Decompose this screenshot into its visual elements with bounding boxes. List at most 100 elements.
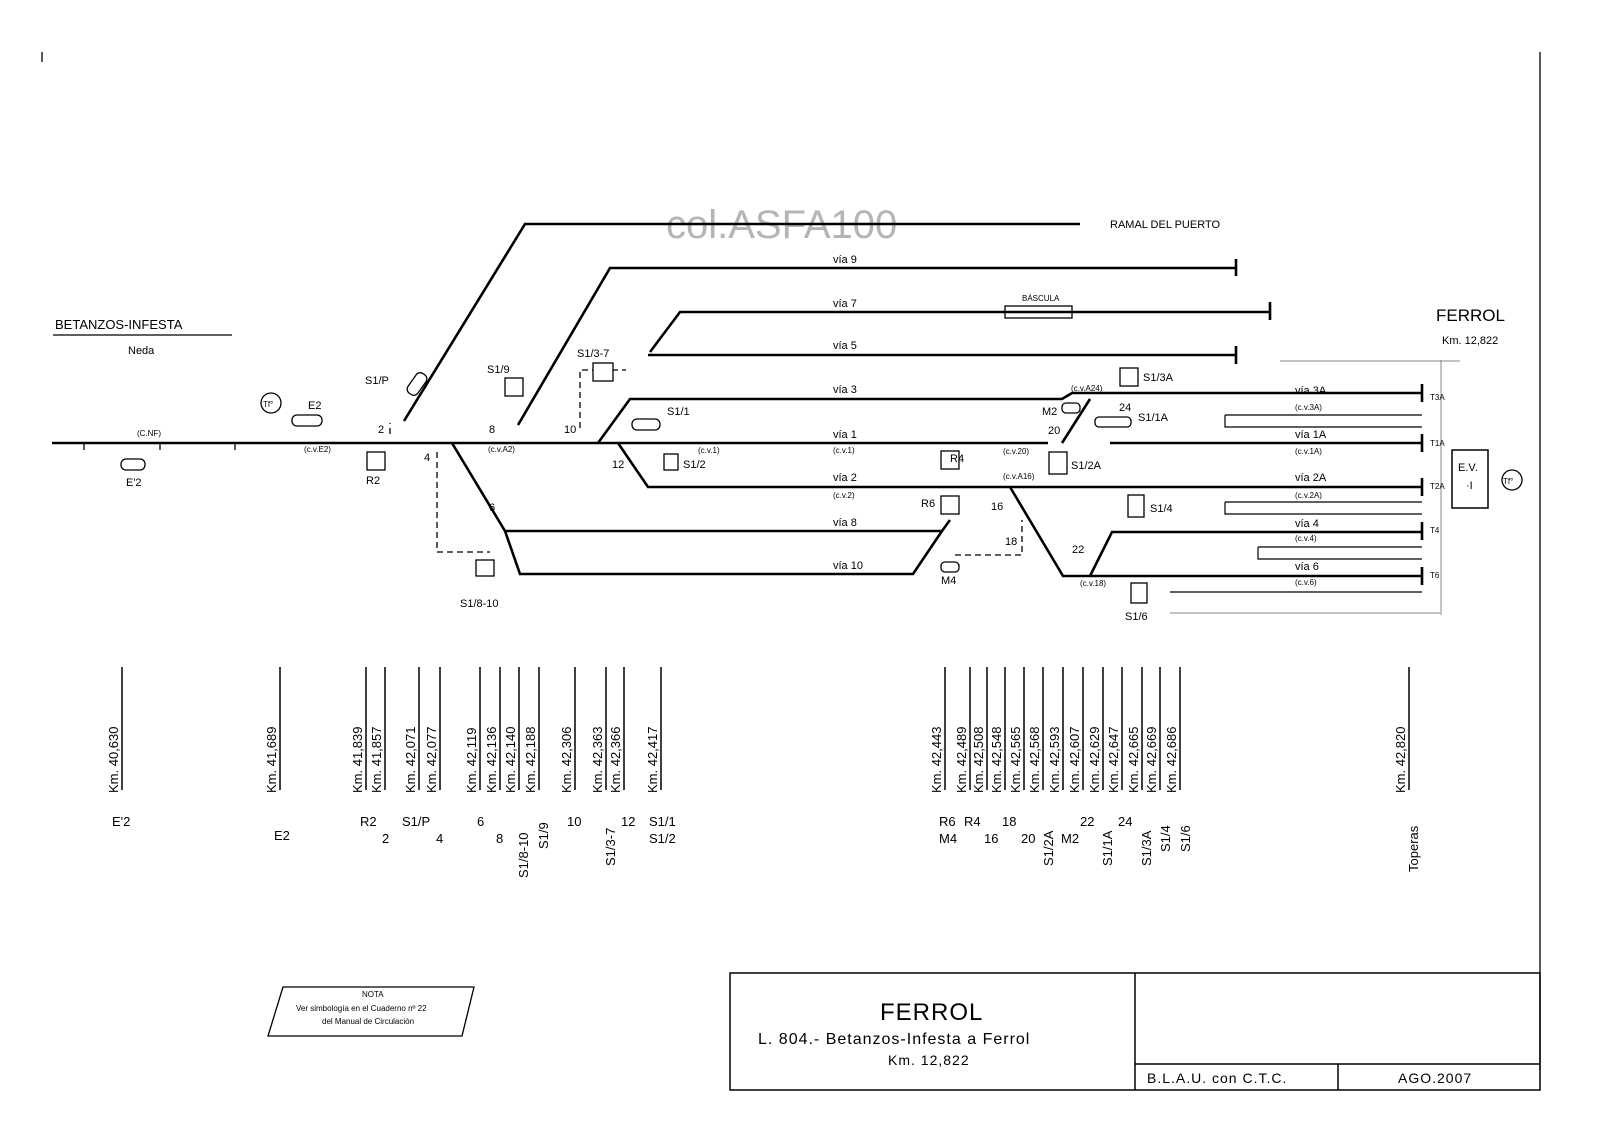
svg-text:10: 10 — [567, 814, 581, 829]
svg-text:Km. 42,443: Km. 42,443 — [929, 727, 944, 794]
nota-title: NOTA — [362, 990, 384, 999]
title-km: Km. 12,822 — [888, 1052, 970, 1068]
svg-text:R4: R4 — [964, 814, 981, 829]
svg-text:R6: R6 — [921, 498, 935, 510]
svg-text:Km. 42,363: Km. 42,363 — [590, 727, 605, 794]
svg-text:S1/2A: S1/2A — [1041, 830, 1056, 866]
svg-text:(C.NF): (C.NF) — [137, 429, 161, 438]
svg-text:S1/1: S1/1 — [667, 406, 690, 418]
ev-box — [1451, 449, 1489, 509]
svg-text:Km. 42,188: Km. 42,188 — [523, 727, 538, 794]
tf-left: Tf° — [263, 400, 273, 409]
svg-text:2: 2 — [382, 831, 389, 846]
svg-text:(c.v.1): (c.v.1) — [833, 446, 855, 455]
svg-text:R2: R2 — [366, 475, 380, 487]
title-line: L. 804.- Betanzos-Infesta a Ferrol — [758, 1031, 1030, 1048]
svg-text:S1/9: S1/9 — [487, 364, 510, 376]
destination-name: FERROL — [1436, 306, 1505, 325]
via9-label: vía 9 — [833, 254, 857, 266]
svg-text:S1/3-7: S1/3-7 — [577, 348, 609, 360]
svg-text:(c.v.E2): (c.v.E2) — [304, 445, 331, 454]
title-station: FERROL — [880, 999, 983, 1026]
svg-text:18: 18 — [1005, 536, 1017, 548]
nota-line2: del Manual de Circulación — [322, 1017, 414, 1026]
tf-right: Tf° — [1503, 477, 1513, 486]
svg-text:12: 12 — [621, 814, 635, 829]
svg-text:16: 16 — [991, 501, 1003, 513]
svg-text:E2: E2 — [274, 828, 290, 843]
svg-text:4: 4 — [436, 831, 443, 846]
svg-text:M4: M4 — [941, 575, 956, 587]
connection-16-22 — [1008, 486, 1422, 578]
connection-24 — [1060, 398, 1092, 444]
buffer-t4: T4 — [1430, 526, 1440, 535]
ev-sub: ·I — [1466, 480, 1473, 492]
svg-text:M4: M4 — [939, 831, 957, 846]
svg-text:(c.v.2): (c.v.2) — [833, 491, 855, 500]
nota-line1: Ver simbología en el Cuaderno nº 22 — [296, 1004, 427, 1013]
signal-heads — [120, 362, 1148, 604]
connection-22-4 — [1088, 530, 1422, 577]
svg-text:Km. 42,629: Km. 42,629 — [1087, 727, 1102, 794]
svg-text:Km. 42,593: Km. 42,593 — [1047, 727, 1062, 794]
svg-text:S1/4: S1/4 — [1150, 503, 1173, 515]
svg-text:Km. 40,630: Km. 40,630 — [106, 727, 121, 794]
svg-text:Km. 42,665: Km. 42,665 — [1126, 727, 1141, 794]
signal-labels: E2 E'2 R2 S1/P S1/9 S1/3-7 S1/1 S1/2 S1/… — [126, 348, 1174, 623]
svg-text:E2: E2 — [308, 400, 321, 412]
circuit-labels: (C.NF) (c.v.E2) (c.v.A2) (c.v.1) (c.v.1)… — [137, 384, 1322, 588]
via8-label: vía 8 — [833, 517, 857, 529]
svg-text:(c.v.1A): (c.v.1A) — [1295, 447, 1322, 456]
svg-text:Km. 42,140: Km. 42,140 — [503, 727, 518, 794]
svg-text:Km. 42,417: Km. 42,417 — [645, 727, 660, 794]
svg-text:S1/P: S1/P — [402, 814, 430, 829]
svg-text:Km. 42,508: Km. 42,508 — [971, 727, 986, 794]
km-element-labels: E'2 E2 R2 2 S1/P 4 6 8 S1/8-10 S1/9 10 S… — [112, 814, 1421, 878]
svg-text:S1/1A: S1/1A — [1138, 412, 1169, 424]
svg-text:Km. 42,669: Km. 42,669 — [1144, 727, 1159, 794]
svg-text:S1/2A: S1/2A — [1071, 460, 1102, 472]
link-4-6 — [436, 452, 490, 553]
svg-text:S1/1: S1/1 — [649, 814, 676, 829]
via4-label: vía 4 — [1295, 518, 1319, 530]
buffer-t1a: T1A — [1430, 439, 1445, 448]
svg-text:(c.v.6): (c.v.6) — [1295, 578, 1317, 587]
svg-text:2: 2 — [378, 424, 384, 436]
via9-track — [516, 266, 1236, 426]
origin-name: BETANZOS-INFESTA — [55, 317, 183, 332]
tf-phone-icon — [1501, 469, 1523, 491]
svg-text:Km. 42,568: Km. 42,568 — [1027, 727, 1042, 794]
svg-text:(c.v.4): (c.v.4) — [1295, 534, 1317, 543]
via1a-label: vía 1A — [1295, 429, 1327, 441]
via8-track — [450, 442, 952, 533]
km-marker-lines — [121, 667, 1410, 790]
link-18 — [955, 520, 1023, 556]
via3-label: vía 3 — [833, 384, 857, 396]
svg-text:8: 8 — [496, 831, 503, 846]
svg-text:S1/3A: S1/3A — [1139, 830, 1154, 866]
bascula-box — [1004, 305, 1073, 319]
svg-text:Km. 42,565: Km. 42,565 — [1008, 727, 1023, 794]
platform-stipple — [1170, 360, 1460, 615]
svg-text:Km. 41,857: Km. 41,857 — [369, 727, 384, 794]
platforms — [1170, 414, 1422, 593]
svg-text:E'2: E'2 — [112, 814, 130, 829]
via2a-label: vía 2A — [1295, 472, 1327, 484]
svg-text:20: 20 — [1021, 831, 1035, 846]
km-values: Km. 40,630 Km. 41,689 Km. 41,839 Km. 41,… — [106, 727, 1408, 794]
ev-label: E.V. — [1458, 462, 1478, 474]
svg-text:Km. 42,607: Km. 42,607 — [1067, 727, 1082, 794]
svg-text:E'2: E'2 — [126, 477, 142, 489]
nota-box — [267, 986, 475, 1037]
tf-phone-icon — [260, 392, 282, 414]
via5-label: vía 5 — [833, 340, 857, 352]
svg-text:Km. 42,820: Km. 42,820 — [1393, 727, 1408, 794]
svg-text:M2: M2 — [1042, 406, 1057, 418]
svg-text:R4: R4 — [950, 453, 964, 465]
svg-text:Km. 42,647: Km. 42,647 — [1106, 727, 1121, 794]
svg-text:6: 6 — [489, 502, 495, 514]
via7-label: vía 7 — [833, 298, 857, 310]
svg-text:R2: R2 — [360, 814, 377, 829]
via3-track — [596, 391, 1422, 444]
